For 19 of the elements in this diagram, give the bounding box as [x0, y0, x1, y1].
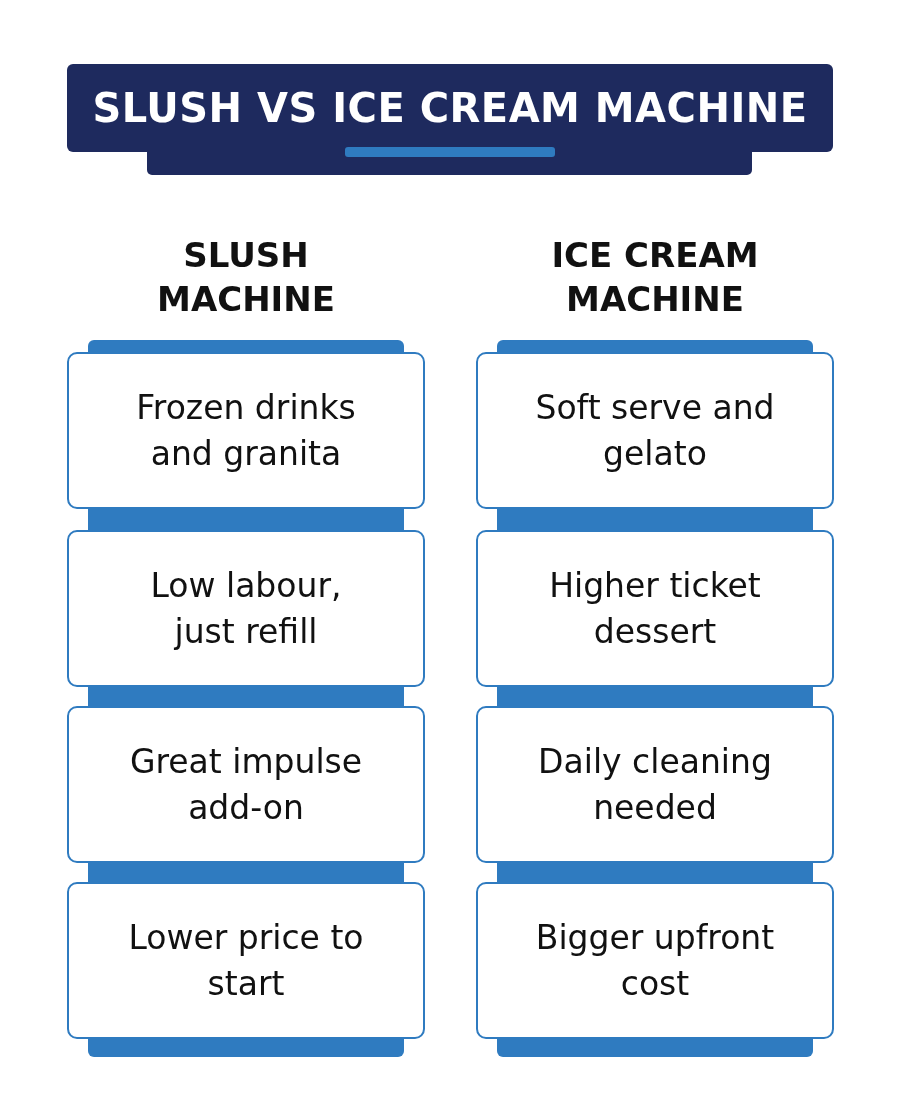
item-text: Higher ticket dessert [548, 564, 762, 653]
item-text: Lower price to start [127, 916, 365, 1005]
item-text: Frozen drinks and granita [135, 386, 357, 475]
item-text: Bigger upfront cost [534, 916, 776, 1005]
column-heading: ICE CREAM MACHINE [550, 234, 760, 321]
item-card [67, 882, 425, 1039]
item-text: Daily cleaning needed [537, 740, 773, 829]
item-text: Soft serve and gelato [534, 386, 776, 475]
item-card [476, 706, 834, 863]
item-card [476, 882, 834, 1039]
column-heading: SLUSH MACHINE [156, 234, 336, 321]
item-text: Great impulse add-on [128, 740, 364, 829]
item-card [67, 352, 425, 509]
item-card [476, 530, 834, 687]
item-card [476, 352, 834, 509]
item-text: Low labour, just refill [149, 564, 343, 653]
item-card [67, 706, 425, 863]
item-card [67, 530, 425, 687]
title-banner: SLUSH VS ICE CREAM MACHINE [67, 64, 833, 152]
